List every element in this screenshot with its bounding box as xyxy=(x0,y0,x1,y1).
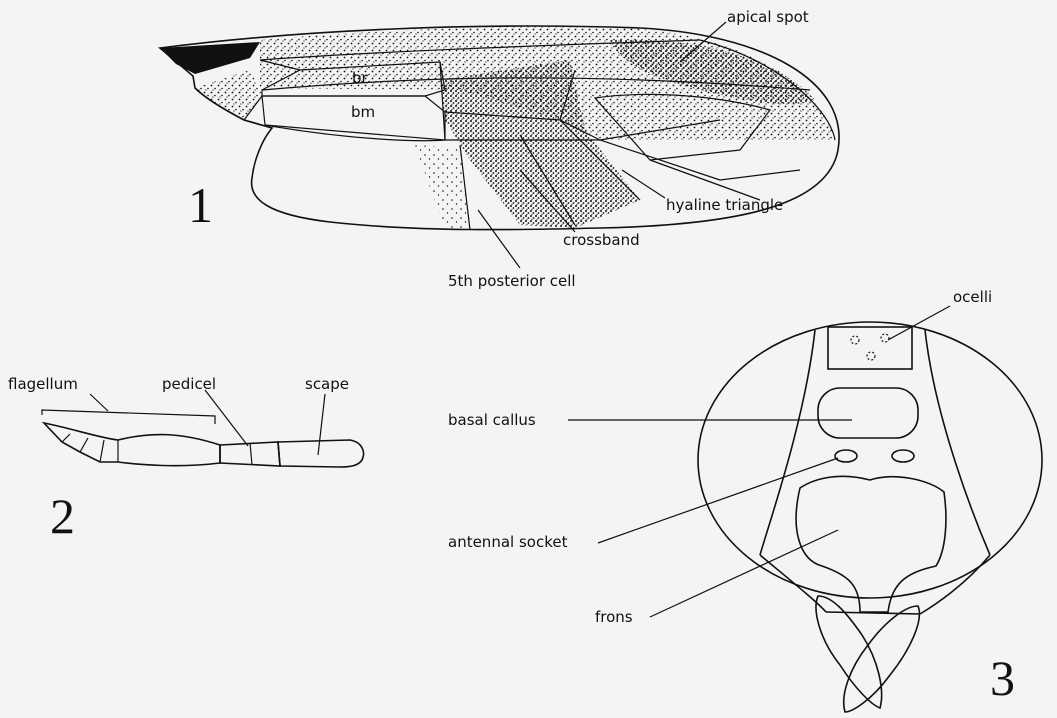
face-bottom xyxy=(826,612,920,614)
wing-basal-stipple xyxy=(195,70,262,120)
leader-pedicel xyxy=(205,390,248,446)
flagellum-annulus-1 xyxy=(62,434,70,442)
label-pedicel: pedicel xyxy=(162,375,216,393)
leader-fifth-posterior-cell xyxy=(478,210,520,268)
antenna-scape xyxy=(278,440,364,467)
label-crossband: crossband xyxy=(563,231,640,249)
label-br: br xyxy=(352,69,369,87)
leader-scape xyxy=(318,394,325,455)
antenna-flagellum xyxy=(44,423,220,466)
label-ocelli: ocelli xyxy=(953,288,992,306)
label-frons: frons xyxy=(595,608,633,626)
pedicel-division xyxy=(250,443,252,465)
leader-antennal-socket xyxy=(598,458,838,543)
figure-number-3: 3 xyxy=(990,650,1015,706)
label-fifth-posterior-cell: 5th posterior cell xyxy=(448,272,576,290)
label-flagellum: flagellum xyxy=(8,375,78,393)
eye-margin-right xyxy=(925,330,990,555)
basal-callus xyxy=(818,388,918,438)
figure-3-head: ocelli basal callus antennal socket fron… xyxy=(448,288,1042,712)
leader-flagellum xyxy=(90,394,108,411)
label-basal-callus: basal callus xyxy=(448,411,536,429)
label-bm: bm xyxy=(351,103,375,121)
label-antennal-socket: antennal socket xyxy=(448,533,568,551)
label-apical-spot: apical spot xyxy=(727,8,809,26)
flagellum-bracket xyxy=(42,410,215,424)
label-scape: scape xyxy=(305,375,349,393)
head-outline xyxy=(698,322,1042,598)
antennal-socket-left xyxy=(835,450,857,462)
face-lower-right xyxy=(920,555,990,614)
figure-number-2: 2 xyxy=(50,488,75,544)
label-hyaline-triangle: hyaline triangle xyxy=(666,196,783,214)
antennal-socket-right xyxy=(892,450,914,462)
ocelli-spots xyxy=(851,334,889,360)
flagellum-annulus-2 xyxy=(80,438,88,452)
leader-frons xyxy=(650,530,838,617)
eye-margin-left xyxy=(760,330,815,555)
figure-1-wing: apical spot br bm hyaline triangle cross… xyxy=(160,8,839,290)
figure-2-antenna: flagellum pedicel scape 2 xyxy=(8,375,364,544)
flagellum-annulus-3 xyxy=(100,440,104,462)
figure-number-1: 1 xyxy=(188,177,213,233)
